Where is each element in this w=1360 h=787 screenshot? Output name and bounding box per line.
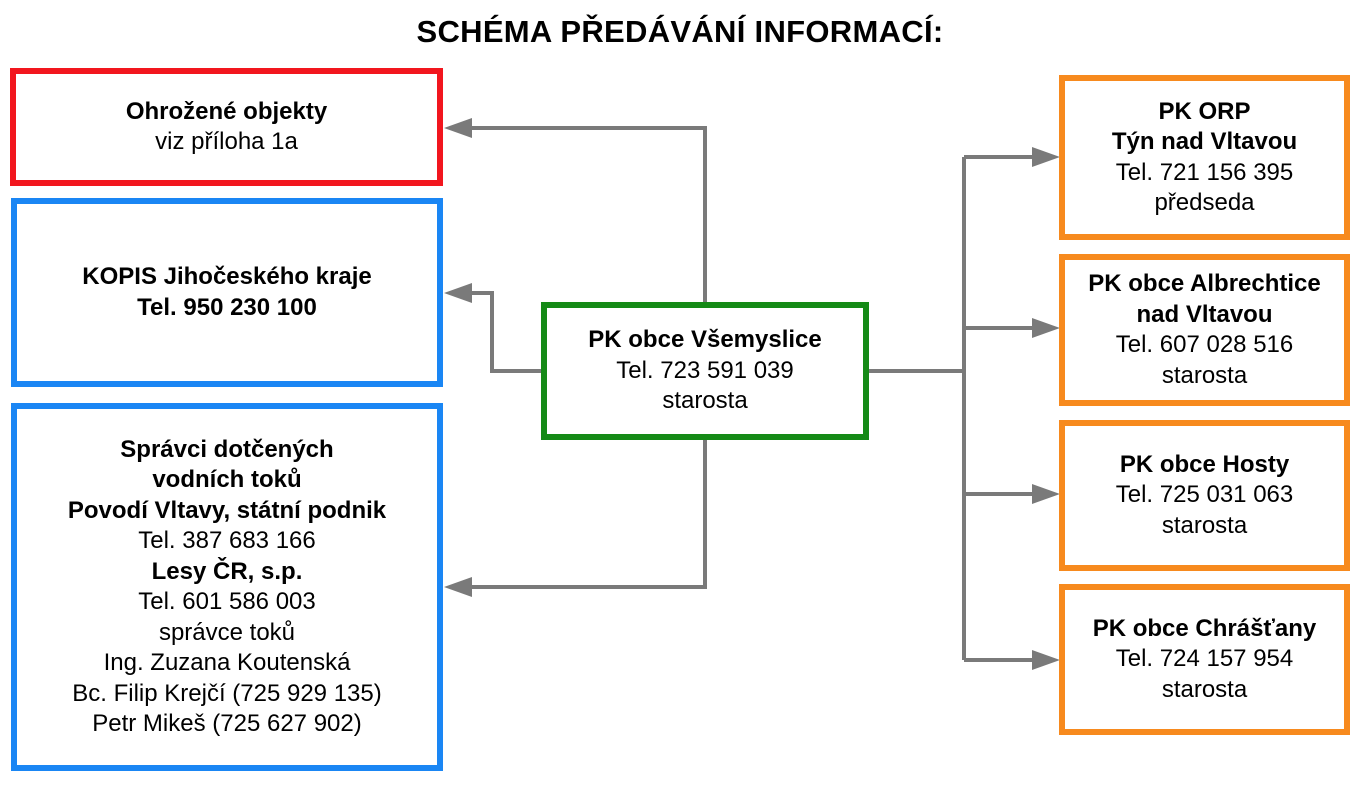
albrechtice-box: PK obce Albrechtice nad Vltavou Tel. 607…: [1059, 254, 1350, 406]
threatened-heading: Ohrožené objekty: [125, 97, 328, 125]
albrechtice-tel: Tel. 607 028 516: [1115, 331, 1294, 358]
hosty-tel: Tel. 725 031 063: [1115, 481, 1294, 509]
chrastany-name: PK obce Chrášťany: [1092, 614, 1317, 642]
water-heading-1: Správci dotčených: [120, 435, 334, 463]
hosty-role: starosta: [1161, 511, 1248, 539]
albrechtice-role: starosta: [1161, 361, 1248, 389]
arrowhead-water: [444, 577, 472, 597]
kopis-box: KOPIS Jihočeského kraje Tel. 950 230 100: [11, 198, 443, 387]
water-person-3: Petr Mikeš (725 627 902): [92, 710, 362, 737]
hosty-box: PK obce Hosty Tel. 725 031 063 starosta: [1059, 420, 1350, 571]
orp-tel: Tel. 721 156 395: [1115, 158, 1294, 186]
center-tel: Tel. 723 591 039: [616, 356, 794, 384]
kopis-name: KOPIS Jihočeského kraje: [82, 263, 372, 290]
orp-role: předseda: [1154, 189, 1255, 216]
water-heading-2: vodních toků: [152, 466, 302, 493]
threatened-objects-box: Ohrožené objekty viz příloha 1a: [10, 68, 443, 186]
diagram-title: SCHÉMA PŘEDÁVÁNÍ INFORMACÍ:: [416, 14, 944, 49]
albrechtice-name-2: nad Vltavou: [1136, 300, 1273, 328]
center-box: PK obce Všemyslice Tel. 723 591 039 star…: [541, 302, 869, 440]
arrowhead-albrechtice: [1032, 318, 1060, 338]
hosty-name: PK obce Hosty: [1119, 450, 1290, 478]
orp-name-1: PK ORP: [1158, 97, 1251, 125]
chrastany-role: starosta: [1161, 675, 1248, 703]
water-role: správce toků: [158, 618, 296, 646]
kopis-tel: Tel. 950 230 100: [137, 293, 317, 321]
arrowhead-threatened: [444, 118, 472, 138]
connector-center-to-water: [470, 438, 707, 589]
center-role: starosta: [662, 387, 748, 415]
water-org-2: Lesy ČR, s.p.: [151, 557, 303, 585]
chrastany-box: PK obce Chrášťany Tel. 724 157 954 staro…: [1059, 584, 1350, 735]
arrowhead-orp: [1032, 147, 1060, 167]
connector-center-to-threatened: [470, 126, 707, 303]
connector-center-to-kopis: [470, 291, 544, 373]
water-org-2-tel: Tel. 601 586 003: [138, 588, 316, 615]
chrastany-tel: Tel. 724 157 954: [1115, 645, 1294, 673]
albrechtice-name-1: PK obce Albrechtice: [1088, 270, 1321, 297]
water-org-1-tel: Tel. 387 683 166: [138, 527, 316, 554]
center-name: PK obce Všemyslice: [588, 326, 822, 354]
threatened-note: viz příloha 1a: [155, 128, 298, 155]
arrowhead-chrastany: [1032, 650, 1060, 670]
orp-box: PK ORP Týn nad Vltavou Tel. 721 156 395 …: [1059, 75, 1350, 240]
water-person-2: Bc. Filip Krejčí (725 929 135): [72, 679, 382, 707]
water-person-1: Ing. Zuzana Koutenská: [103, 649, 351, 676]
arrowhead-hosty: [1032, 484, 1060, 504]
arrowhead-kopis: [444, 283, 472, 303]
orp-name-2: Týn nad Vltavou: [1111, 128, 1298, 155]
water-managers-box: Správci dotčených vodních toků Povodí Vl…: [11, 403, 443, 771]
water-org-1: Povodí Vltavy, státní podnik: [67, 496, 387, 524]
